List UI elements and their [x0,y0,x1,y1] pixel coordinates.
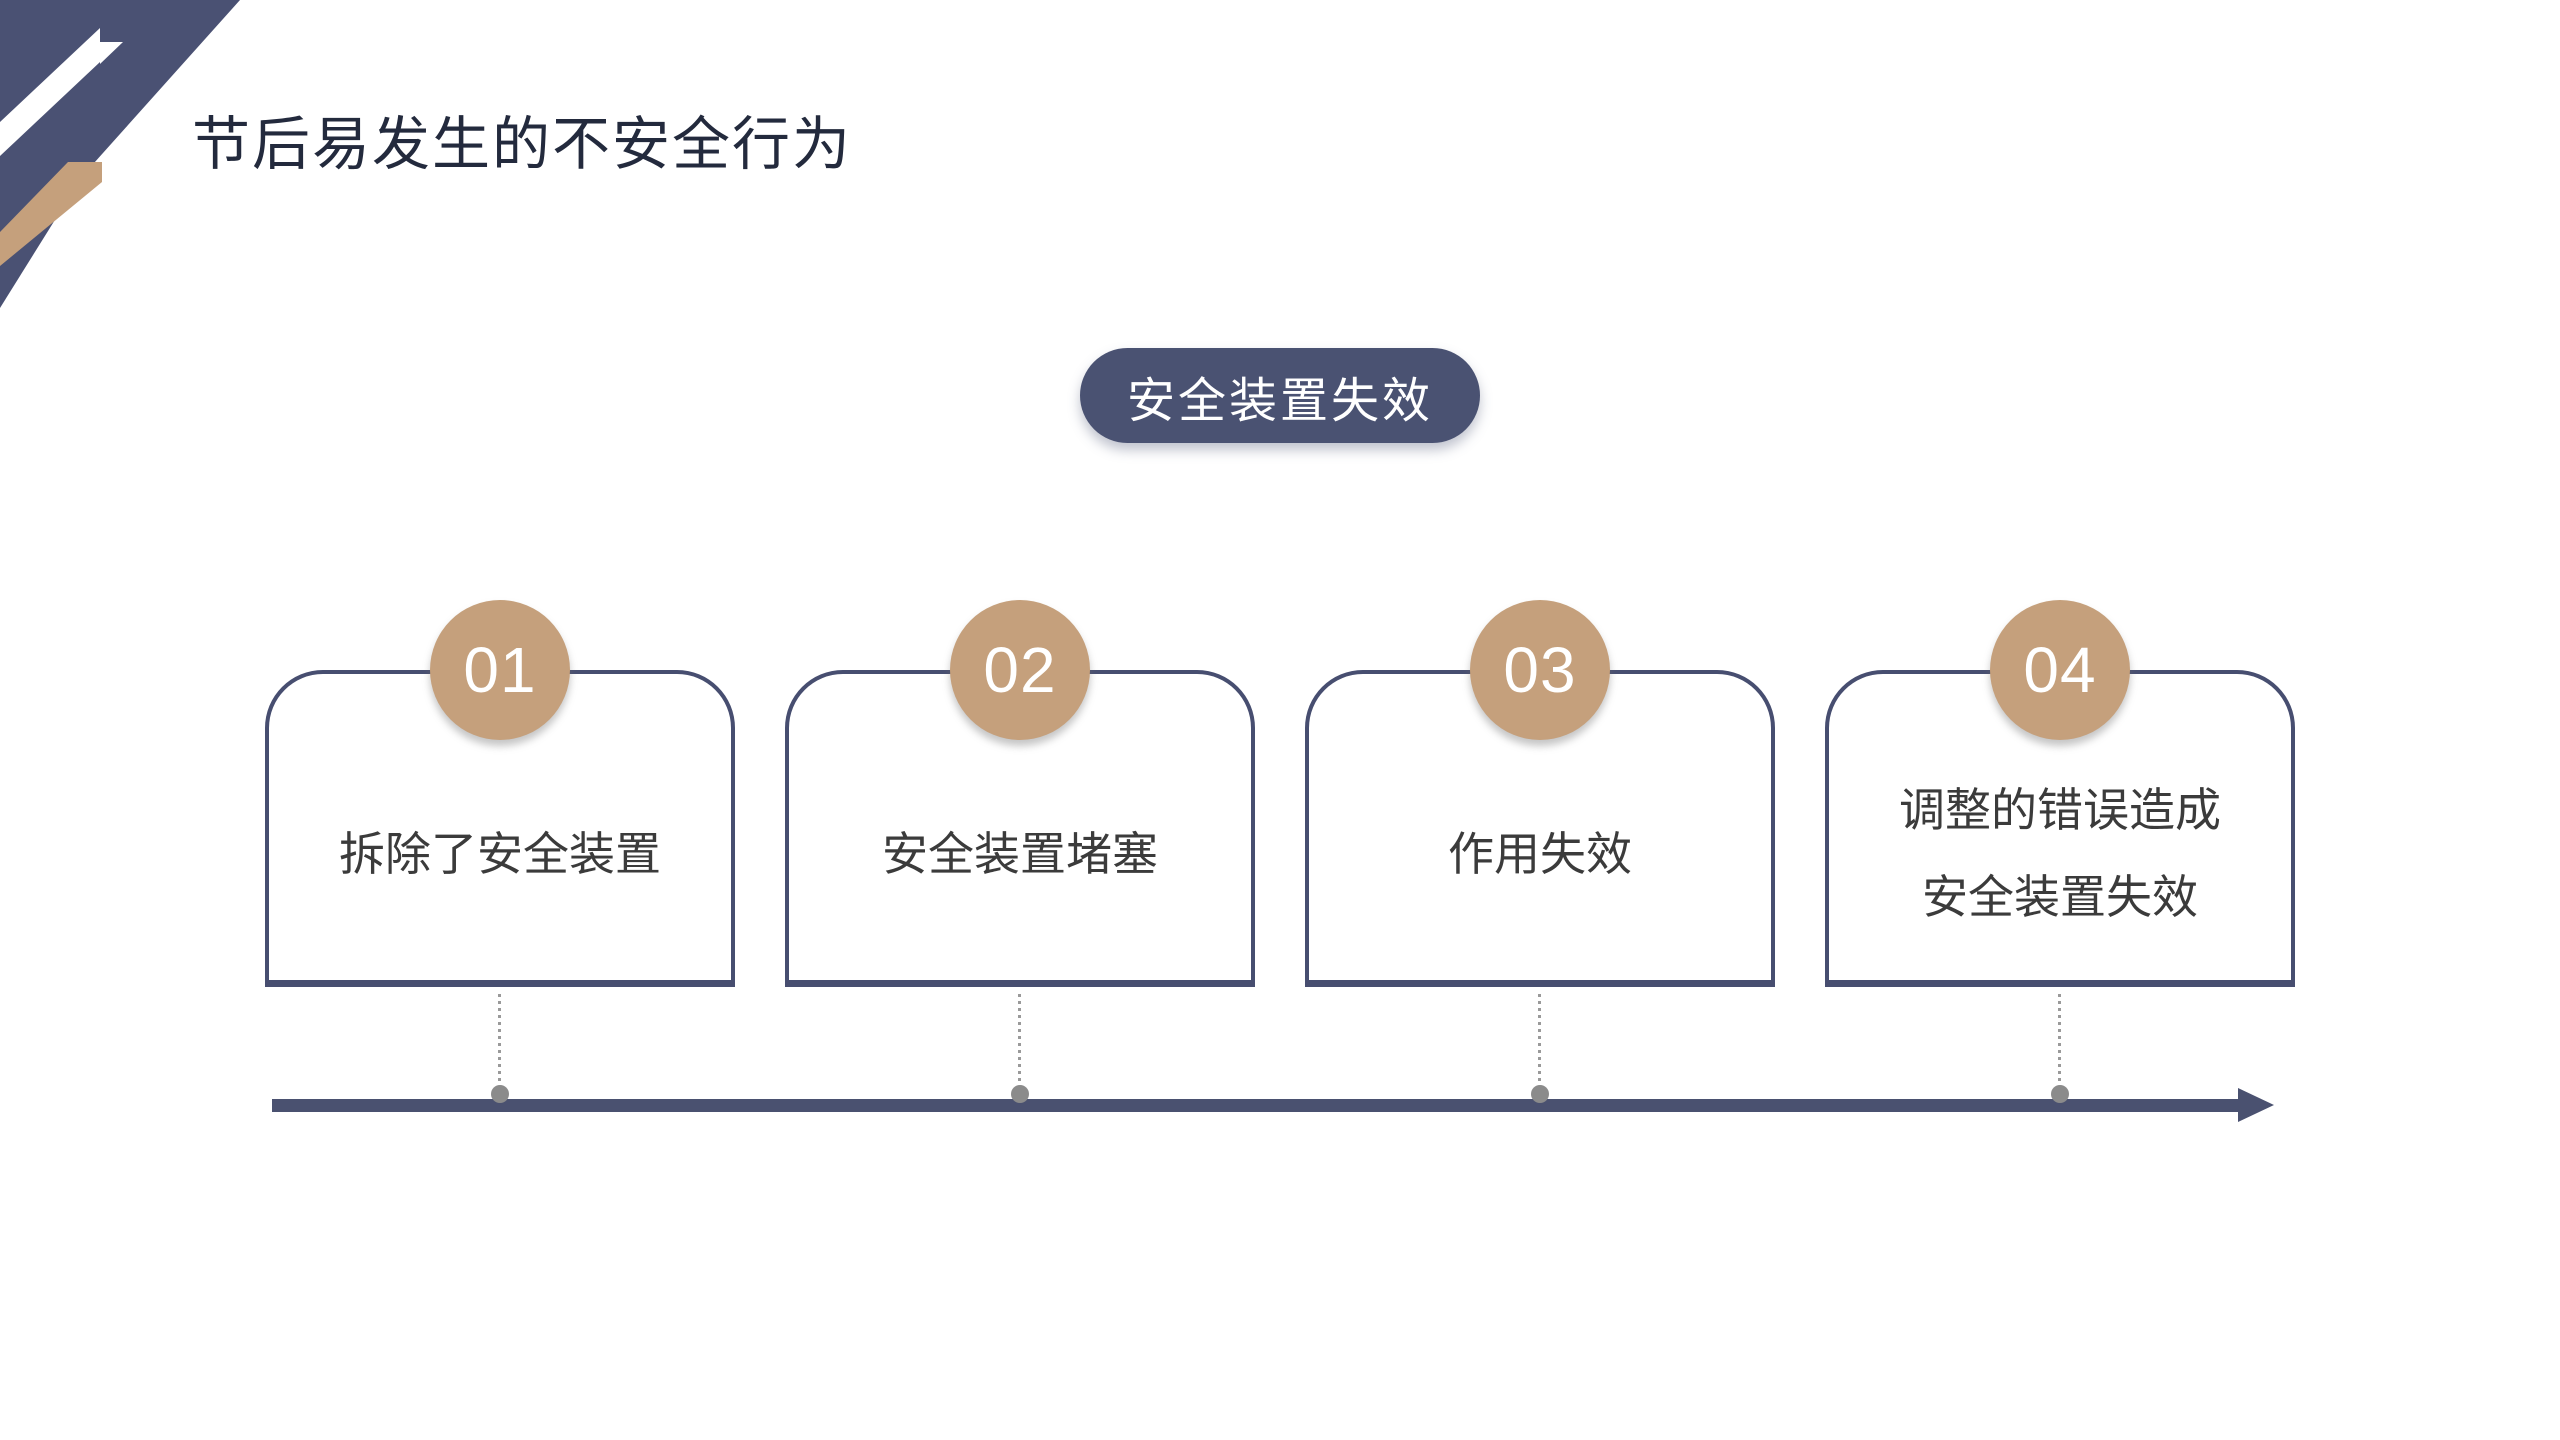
step-card-1: 拆除了安全装置 [265,670,735,987]
dotted-connector-1 [498,994,501,1085]
step-number-label: 02 [983,634,1057,706]
step-number-circle-1: 01 [430,600,570,740]
step-number-label: 01 [463,634,537,706]
dotted-connector-3 [1538,994,1541,1085]
corner-white-stripe [0,28,100,156]
step-item-4: 调整的错误造成 安全装置失效 04 [1825,600,2295,1120]
step-text-line: 作用失效 [1448,827,1632,880]
step-text-line: 安全装置堵塞 [882,827,1158,880]
timeline-arrowhead-icon [2238,1088,2274,1122]
badge-pill: 安全装置失效 [1080,348,1480,443]
page-title: 节后易发生的不安全行为 [192,112,853,177]
corner-white-notch [100,42,123,64]
corner-tan-stripe [0,162,102,266]
corner-decoration [0,0,240,308]
timeline-dot-1 [491,1085,509,1103]
step-number-circle-4: 04 [1990,600,2130,740]
step-number-label: 03 [1503,634,1577,706]
timeline-dot-3 [1531,1085,1549,1103]
badge-label: 安全装置失效 [1126,374,1433,428]
timeline-dot-2 [1011,1085,1029,1103]
step-item-3: 作用失效 03 [1305,600,1775,1120]
step-item-2: 安全装置堵塞 02 [785,600,1255,1120]
step-text-line: 调整的错误造成 [1899,784,2221,836]
step-item-1: 拆除了安全装置 01 [265,600,735,1120]
step-number-label: 04 [2023,634,2097,706]
step-text-line: 安全装置失效 [1922,871,2198,923]
timeline-dot-4 [2051,1085,2069,1103]
dotted-connector-2 [1018,994,1021,1085]
step-number-circle-3: 03 [1470,600,1610,740]
step-number-circle-2: 02 [950,600,1090,740]
dotted-connector-4 [2058,994,2061,1085]
timeline-bar [272,1099,2240,1112]
step-text-line: 拆除了安全装置 [339,827,661,880]
